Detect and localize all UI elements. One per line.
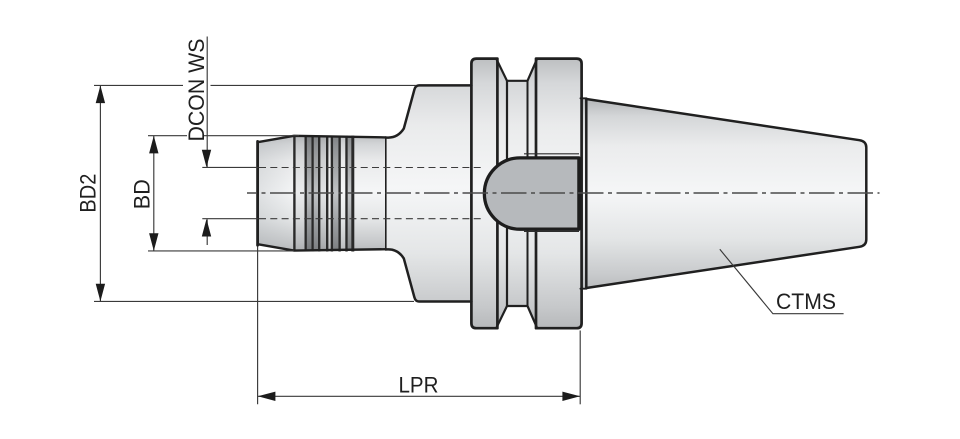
svg-text:BD: BD: [130, 179, 155, 209]
svg-text:LPR: LPR: [399, 373, 439, 398]
svg-text:CTMS: CTMS: [776, 289, 836, 314]
svg-text:DCON WS: DCON WS: [184, 39, 209, 142]
svg-text:BD2: BD2: [76, 174, 101, 213]
